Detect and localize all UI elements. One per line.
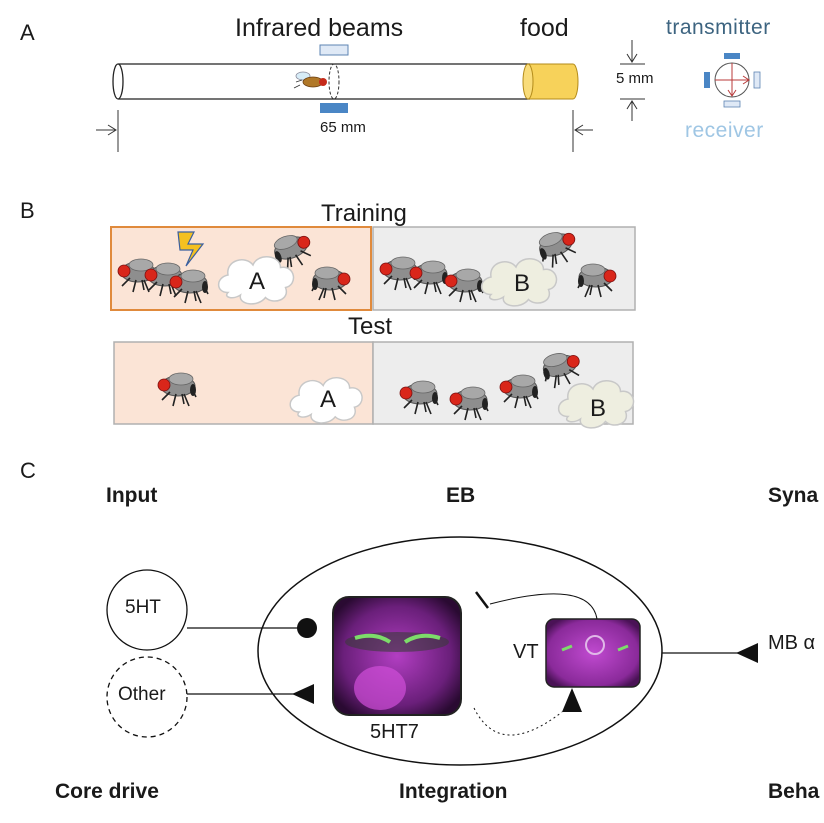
input-other-label: Other — [118, 684, 166, 705]
odor-a-label: A — [249, 268, 266, 295]
input-other-node — [106, 656, 188, 738]
tube-diameter-label: 5 mm — [616, 70, 654, 87]
training-label: Training — [321, 200, 407, 227]
odor-b-test-label: B — [590, 395, 607, 422]
odor-a-test-label: A — [320, 386, 337, 413]
activity-tube-diagram — [96, 40, 761, 152]
sensor-crosssection-icon — [704, 53, 761, 108]
food-label: food — [520, 14, 569, 42]
synapse-header: Syna — [768, 484, 819, 507]
fly-in-tube-icon — [293, 71, 327, 89]
transmitter-label: transmitter — [666, 16, 771, 39]
eb-header: EB — [446, 484, 476, 507]
excitatory-synapse-other — [292, 684, 314, 704]
olfactory-conditioning-diagram — [110, 225, 636, 429]
odor-b-label: B — [514, 270, 531, 297]
feedback-inhibition-arrow — [489, 593, 598, 620]
input-header: Input — [106, 484, 158, 507]
input-5ht-node — [106, 569, 188, 651]
electric-shock-icon — [177, 231, 205, 267]
input-5ht-label: 5HT — [125, 597, 161, 618]
tube-length-label: 65 mm — [320, 119, 366, 136]
tube-open-end — [112, 63, 124, 100]
beam-crosssection — [328, 63, 340, 100]
mb-output-label: MB α — [768, 632, 816, 654]
inhibitory-synapse-5ht — [297, 618, 317, 638]
infrared-receiver — [320, 103, 348, 113]
test-label: Test — [348, 313, 393, 340]
panel-a-label: A — [20, 20, 35, 45]
integration-footer: Integration — [399, 780, 508, 803]
mb-output-arrow — [736, 643, 758, 663]
dotted-excitatory-arrow — [473, 707, 563, 736]
5ht7-label: 5HT7 — [370, 721, 419, 743]
food-plug — [527, 63, 579, 100]
infrared-beams-title: Infrared beams — [235, 14, 404, 42]
panel-b-label: B — [20, 198, 35, 223]
infrared-transmitter — [319, 44, 349, 56]
receiver-label: receiver — [685, 119, 764, 142]
behavior-footer: Beha — [768, 780, 820, 803]
core-drive-footer: Core drive — [55, 780, 159, 803]
vt-label: VT — [513, 641, 539, 663]
panel-c-label: C — [20, 458, 36, 483]
